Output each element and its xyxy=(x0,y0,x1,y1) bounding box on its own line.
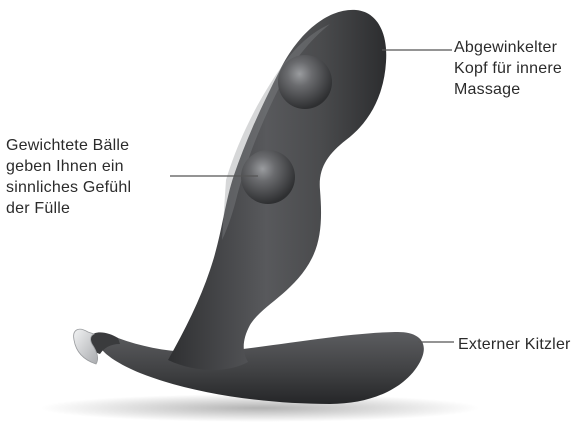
callout-head-line-3: Massage xyxy=(454,79,562,100)
callout-external-line-1: Externer Kitzler xyxy=(458,334,571,355)
callout-balls-line-1: Gewichtete Bälle xyxy=(6,135,131,156)
callout-head-line-1: Abgewinkelter xyxy=(454,37,562,58)
callout-balls-line-3: sinnliches Gefühl xyxy=(6,177,131,198)
callout-balls-line-2: geben Ihnen ein xyxy=(6,156,131,177)
callout-weighted-balls: Gewichtete Bälle geben Ihnen ein sinnlic… xyxy=(6,135,131,219)
callout-balls-line-4: der Fülle xyxy=(6,198,131,219)
callout-angled-head: Abgewinkelter Kopf für innere Massage xyxy=(454,37,562,100)
weighted-ball-lower xyxy=(241,150,295,204)
callout-head-line-2: Kopf für innere xyxy=(454,58,562,79)
callout-external: Externer Kitzler xyxy=(458,334,571,355)
base-arc xyxy=(100,332,424,404)
weighted-ball-upper xyxy=(278,55,332,109)
tail-tip xyxy=(74,329,98,364)
